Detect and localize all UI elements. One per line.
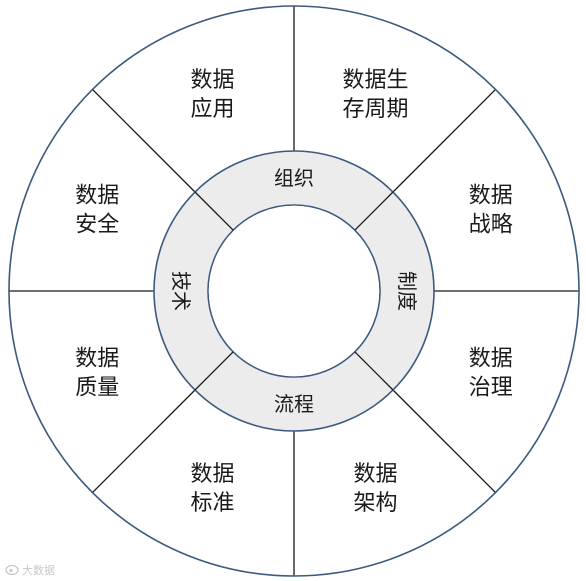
ring-dividers [194,191,394,391]
segment-divider [92,389,196,493]
segment-divider [392,89,496,193]
ring-divider [354,351,394,391]
outer-circle [8,5,580,577]
ring-label-technology: 技术 [169,271,193,311]
segment-label-line: 应用 [190,97,234,122]
segment-label-line: 战略 [469,212,513,237]
segment-label-line: 标准 [190,491,234,516]
segment-label-line: 数据 [75,183,119,208]
ring-divider [194,191,234,231]
segment-label-line: 存周期 [343,97,409,122]
segment-dividers [9,6,579,576]
segment-label-line: 数据 [190,68,234,93]
weibo-icon [5,564,19,576]
segment-divider [392,389,496,493]
center-disk [208,205,380,377]
inner-ring-inner-edge [207,204,381,378]
ring-divider [194,351,234,391]
segment-label-line: 架构 [354,491,398,516]
segment-label-line: 治理 [469,376,513,401]
segment-label-line: 数据 [469,347,513,372]
watermark-text: 大数据 [22,563,55,577]
segment-label-line: 数据 [469,183,513,208]
segment-label-line: 数据生 [343,68,409,93]
segment-label-line: 数据 [75,347,119,372]
ring-divider [354,191,394,231]
ring-label-process: 流程 [274,392,314,416]
segment-label-line: 数据 [354,462,398,487]
ring-label-system: 制度 [395,271,419,311]
ring-label-organization: 组织 [274,166,314,190]
inner-ring-outer-edge [153,150,435,432]
inner-ring-band [154,151,434,431]
segment-label-line: 质量 [75,376,119,401]
segment-label-line: 安全 [75,212,119,237]
segment-divider [92,89,196,193]
segment-label-line: 数据 [190,462,234,487]
